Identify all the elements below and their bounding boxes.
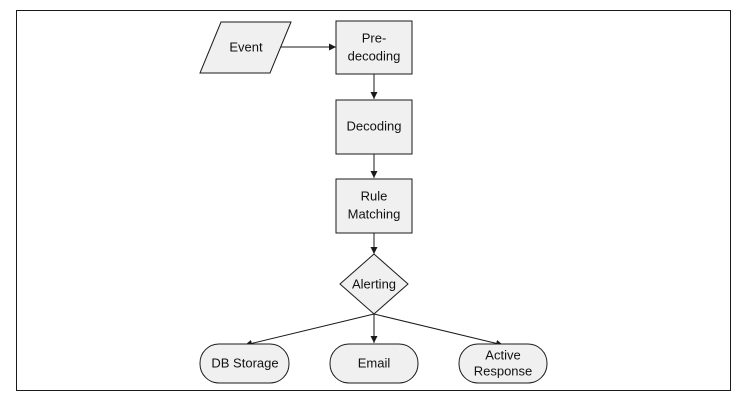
node-predecoding-label-line1: Pre- <box>362 30 387 45</box>
node-email: Email <box>329 343 419 384</box>
process-box-shape <box>335 178 413 234</box>
node-db-storage: DB Storage <box>199 343 290 384</box>
edge-alerting-to-active-response <box>373 313 504 347</box>
node-decoding-label: Decoding <box>347 118 402 133</box>
node-alerting-label: Alerting <box>352 276 396 291</box>
node-rule-matching-label-line2: Matching <box>348 206 401 221</box>
node-decoding: Decoding <box>335 99 413 155</box>
edge-alerting-to-db-storage <box>244 313 375 347</box>
terminal-shape <box>199 343 290 384</box>
node-active-response: Active Response <box>458 343 548 384</box>
node-rule-matching: Rule Matching <box>335 178 413 234</box>
process-box-shape <box>335 99 413 155</box>
node-predecoding-label-line2: decoding <box>348 48 401 63</box>
node-email-label: Email <box>358 355 391 370</box>
node-active-response-label-line1: Active <box>485 347 520 362</box>
node-event: Event <box>199 21 292 74</box>
terminal-shape <box>329 343 419 384</box>
terminal-shape <box>458 343 548 384</box>
process-box-shape <box>335 20 413 75</box>
parallelogram-shape <box>199 21 292 74</box>
node-rule-matching-label-line1: Rule <box>361 188 388 203</box>
node-event-label: Event <box>229 39 263 54</box>
node-alerting: Alerting <box>339 253 409 315</box>
node-active-response-label-line2: Response <box>474 363 533 378</box>
decision-diamond-shape <box>339 253 409 315</box>
node-predecoding: Pre- decoding <box>335 20 413 75</box>
node-db-storage-label: DB Storage <box>211 355 278 370</box>
